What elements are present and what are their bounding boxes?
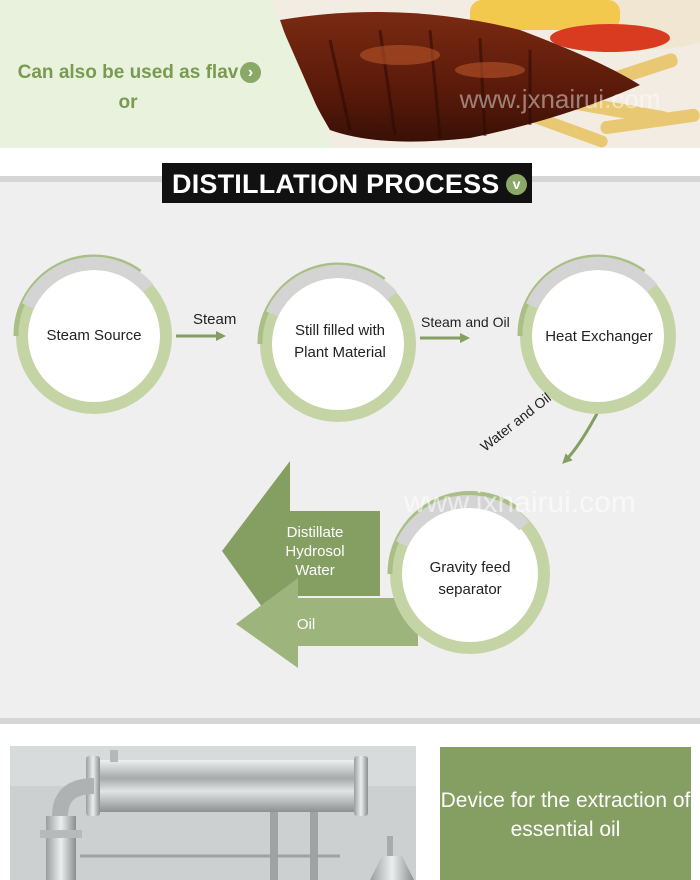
output-label-oil: Oil <box>296 616 316 633</box>
node-still <box>257 262 416 422</box>
node-separator <box>387 490 550 654</box>
connector-water-oil-line <box>562 407 602 464</box>
connector-label-steam: Steam <box>193 311 237 328</box>
node-label-steam-source: Steam Source <box>46 327 142 344</box>
arrow-right-icon[interactable]: › <box>240 62 261 83</box>
banner-background <box>0 0 335 148</box>
device-box <box>440 747 691 880</box>
output-label-distillate: Distillate Hydrosol Water <box>285 524 345 579</box>
process-diagram: www.jxnairui.com <box>13 254 676 668</box>
oil-arrow <box>236 578 418 668</box>
node-steam-source <box>13 254 172 414</box>
node-label-heat-exchanger: Heat Exchanger <box>545 328 653 345</box>
diagram-watermark: www.jxnairui.com <box>403 486 636 519</box>
banner-text: Can also be used as flav or <box>17 62 239 113</box>
connector-label-steam-oil: Steam and Oil <box>421 314 510 330</box>
distillation-machine-photo <box>10 746 416 880</box>
banner-watermark: www.jxnairui.com <box>459 84 661 114</box>
device-description: Device for the extraction of essential o… <box>440 789 691 841</box>
node-label-separator: Gravity feed separator <box>429 559 511 598</box>
title-box <box>162 163 532 203</box>
check-icon: v <box>506 174 527 195</box>
node-label-still: Still filled with Plant Material <box>294 322 386 361</box>
ribs-photo: www.jxnairui.com <box>270 0 700 148</box>
node-heat-exchanger <box>517 254 676 414</box>
distillate-arrow <box>222 461 380 646</box>
page-title: DISTILLATION PROCESS <box>172 169 500 199</box>
